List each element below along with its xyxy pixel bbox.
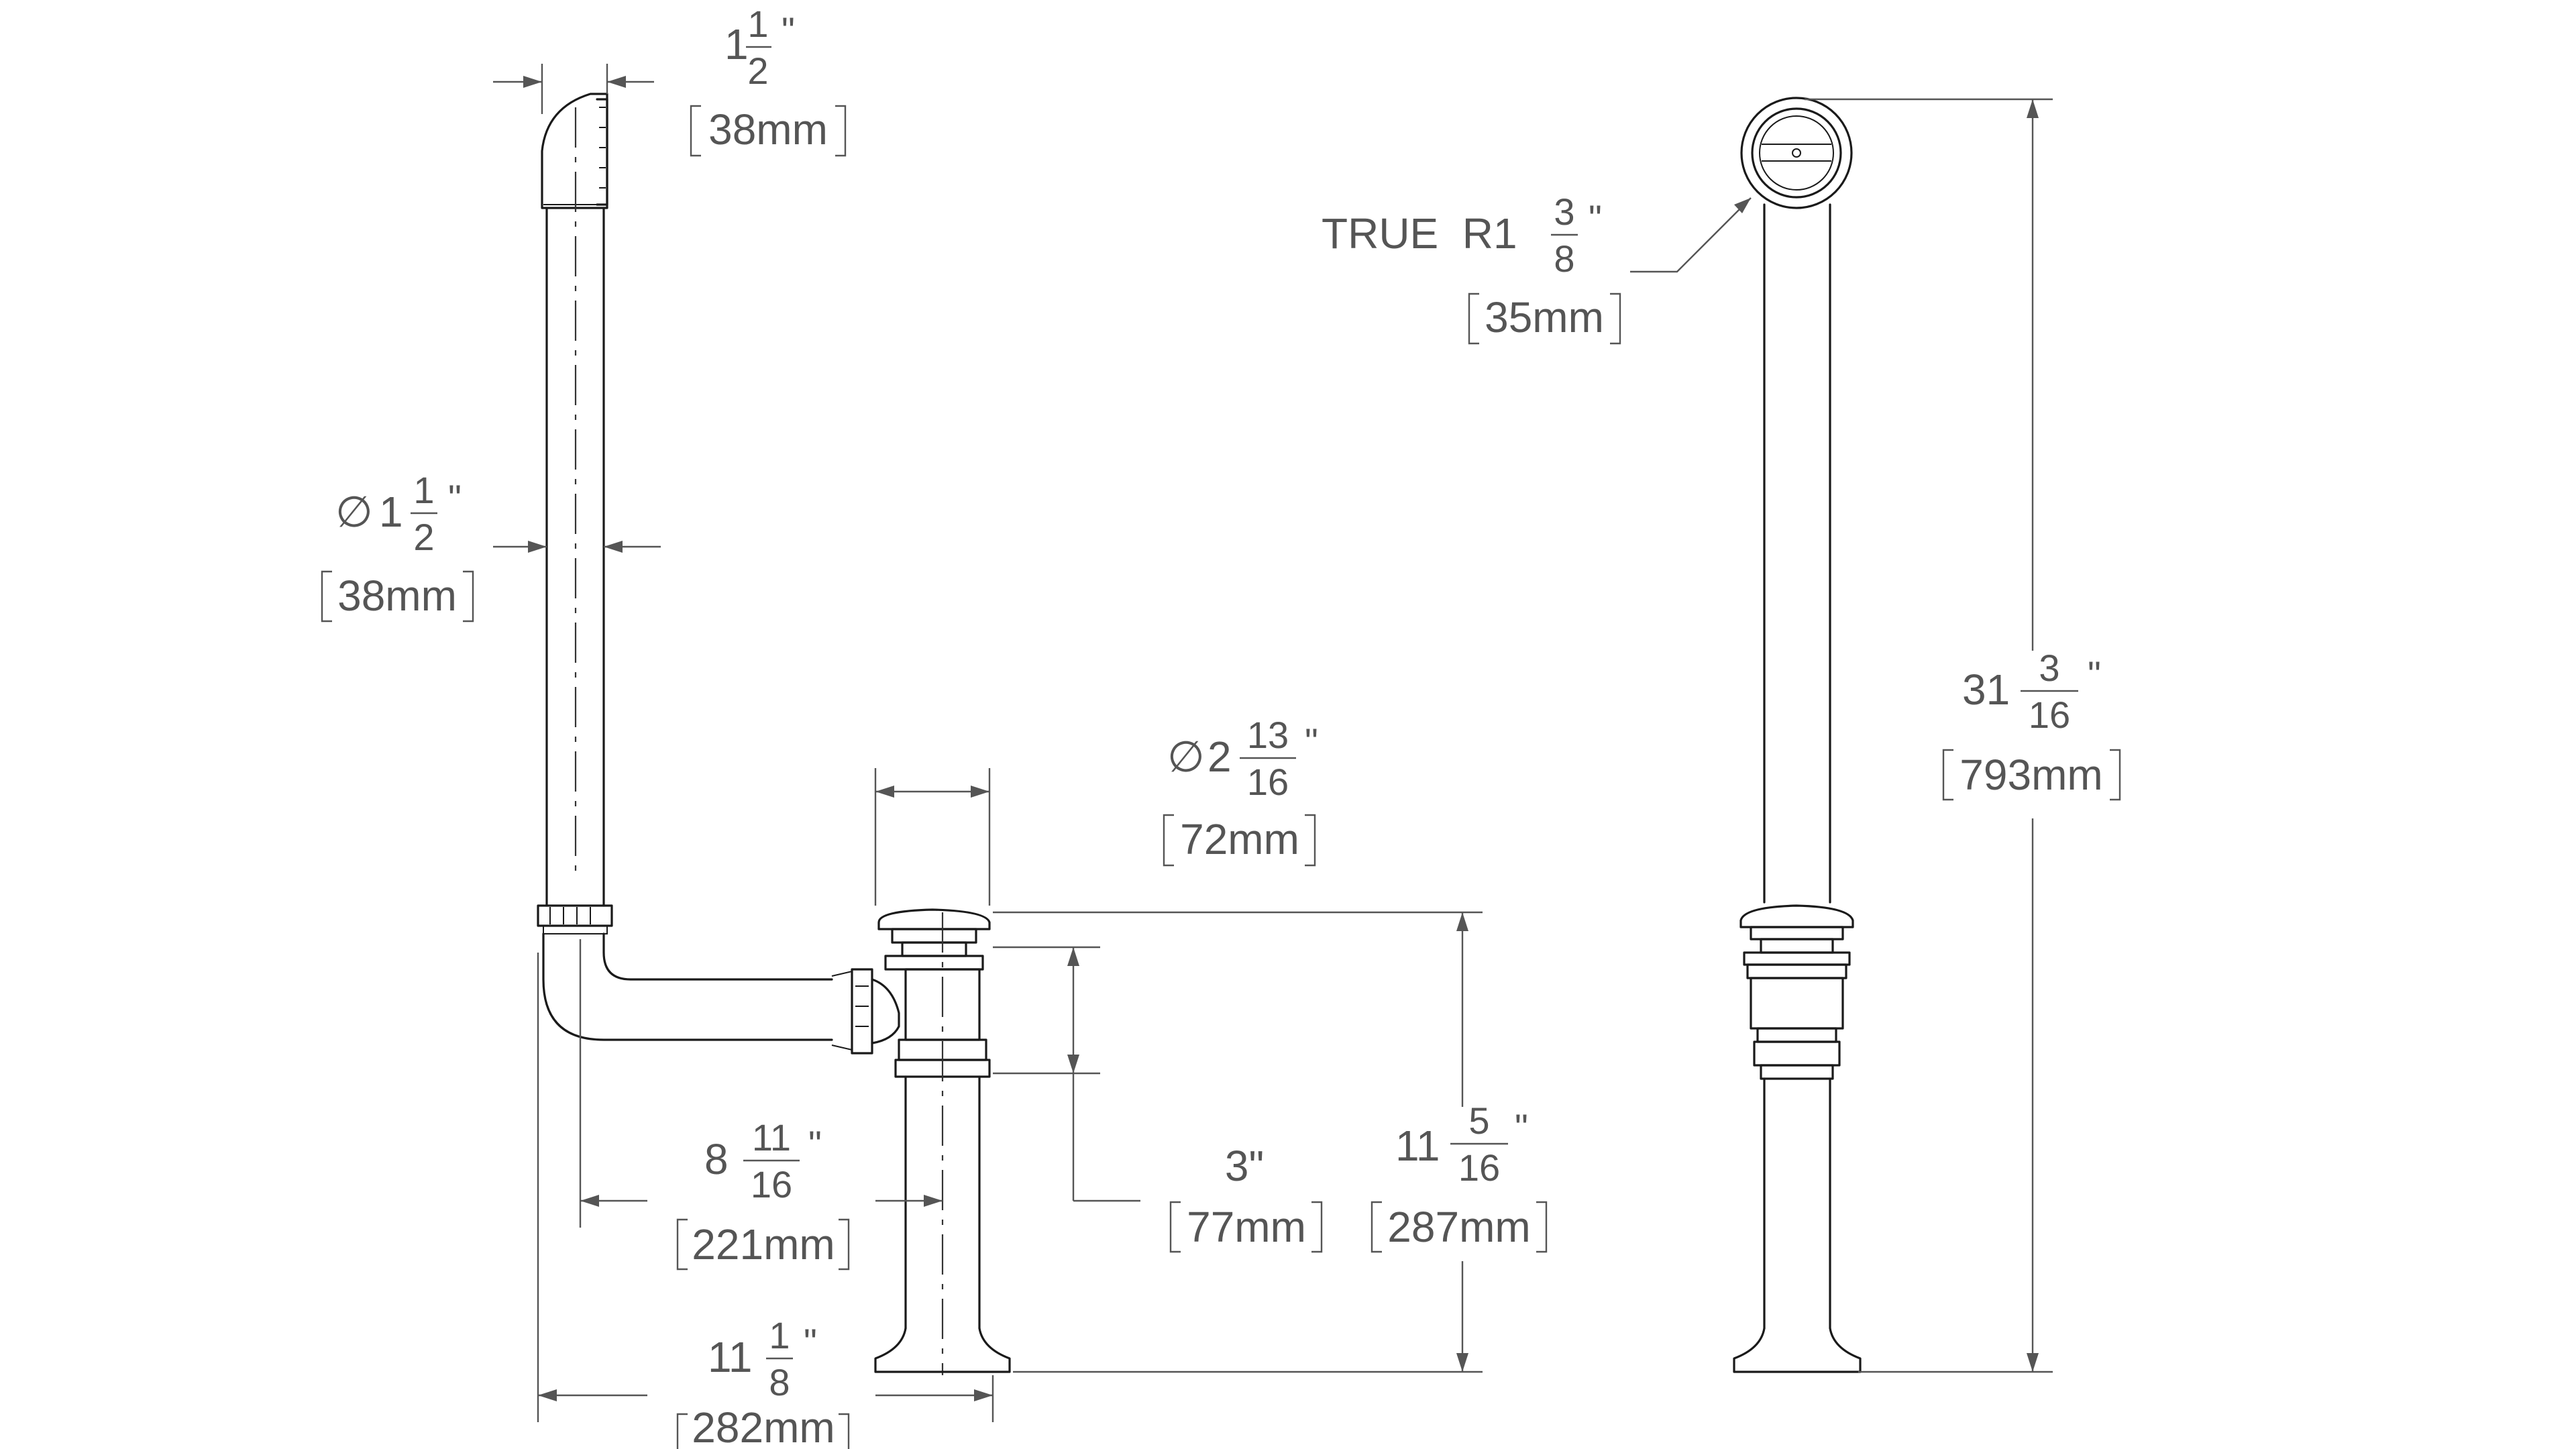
dim-label-drain-height: 11 5 16 " 287mm <box>1371 1099 1548 1253</box>
elbow-tube <box>542 932 873 1055</box>
drain-diameter-unit: " <box>1305 720 1318 763</box>
drain-height-num: 5 <box>1468 1099 1489 1142</box>
total-height-whole: 31 <box>1962 665 2010 714</box>
dim-label-pipe-diameter: ∅ 1 1 2 " 38mm <box>321 469 474 623</box>
dim-label-overall-width: 11 1 8 " 282mm <box>676 1314 850 1449</box>
horizontal-run-unit: " <box>808 1123 822 1165</box>
overall-width-metric: 282mm <box>692 1403 835 1449</box>
drop-height-metric: 77mm <box>1187 1203 1306 1251</box>
drain-diameter-num: 13 <box>1247 714 1289 756</box>
overall-width-den: 8 <box>769 1361 790 1403</box>
dimension-lines <box>493 64 2053 1422</box>
pipe-diameter-unit: " <box>448 477 462 519</box>
horizontal-run-metric: 221mm <box>692 1220 835 1269</box>
tube-coupling <box>537 904 613 934</box>
radius-metric: 35mm <box>1485 293 1604 341</box>
overflow-cap <box>541 93 608 209</box>
drain-diameter-den: 16 <box>1247 761 1289 803</box>
dim-label-radius: TRUE R1 3 8 " 35mm <box>1322 191 1621 345</box>
horizontal-run-den: 16 <box>751 1163 792 1205</box>
drain-diameter-whole: 2 <box>1208 733 1232 781</box>
front-overflow-tube <box>1763 203 1831 904</box>
overflow-tube <box>545 107 605 907</box>
total-height-num: 3 <box>2039 647 2059 689</box>
radius-den: 8 <box>1554 237 1574 280</box>
drain-height-den: 16 <box>1458 1146 1500 1189</box>
top-offset-whole: 1 <box>724 20 749 68</box>
total-height-den: 16 <box>2029 694 2070 736</box>
radius-prefix: TRUE R1 <box>1322 209 1517 258</box>
overflow-faceplate <box>1740 97 1853 209</box>
horizontal-run-whole: 8 <box>704 1135 729 1183</box>
front-view <box>1733 97 1862 1373</box>
drain-height-metric: 287mm <box>1387 1203 1530 1251</box>
overall-width-whole: 11 <box>708 1333 752 1381</box>
dim-label-drop-height: 3" 77mm <box>1169 1142 1323 1253</box>
dim-label-horizontal-run: 8 11 16 " 221mm <box>676 1116 850 1271</box>
overall-width-unit: " <box>804 1321 817 1363</box>
total-height-metric: 793mm <box>1960 751 2102 799</box>
drain-assembly <box>871 908 1011 1375</box>
dim-label-top-offset: 1 1 2 " 38mm <box>690 3 847 157</box>
top-offset-den: 2 <box>747 50 768 92</box>
horizontal-run-num: 11 <box>752 1116 791 1159</box>
pipe-diameter-symbol: ∅ <box>335 488 373 536</box>
pipe-diameter-metric: 38mm <box>337 572 457 620</box>
front-drain-assembly <box>1733 904 1862 1373</box>
drain-diameter-metric: 72mm <box>1180 815 1299 863</box>
top-offset-metric: 38mm <box>708 105 828 154</box>
pipe-diameter-whole: 1 <box>379 488 403 536</box>
dim-label-drain-diameter: ∅ 2 13 16 " 72mm <box>1163 714 1318 867</box>
radius-unit: " <box>1589 197 1602 239</box>
drain-height-whole: 11 <box>1395 1122 1440 1170</box>
radius-num: 3 <box>1554 191 1574 233</box>
total-height-unit: " <box>2088 653 2101 696</box>
pipe-diameter-den: 2 <box>413 516 434 558</box>
top-offset-unit: " <box>782 9 795 52</box>
overall-width-num: 1 <box>769 1314 790 1356</box>
top-offset-num: 1 <box>747 3 768 45</box>
dim-label-total-height: 31 3 16 " 793mm <box>1942 647 2121 801</box>
drain-diameter-symbol: ∅ <box>1167 733 1205 781</box>
side-view <box>537 93 1011 1375</box>
drain-height-unit: " <box>1515 1106 1528 1148</box>
drop-height-value: 3" <box>1225 1142 1264 1190</box>
pipe-diameter-num: 1 <box>413 469 434 511</box>
